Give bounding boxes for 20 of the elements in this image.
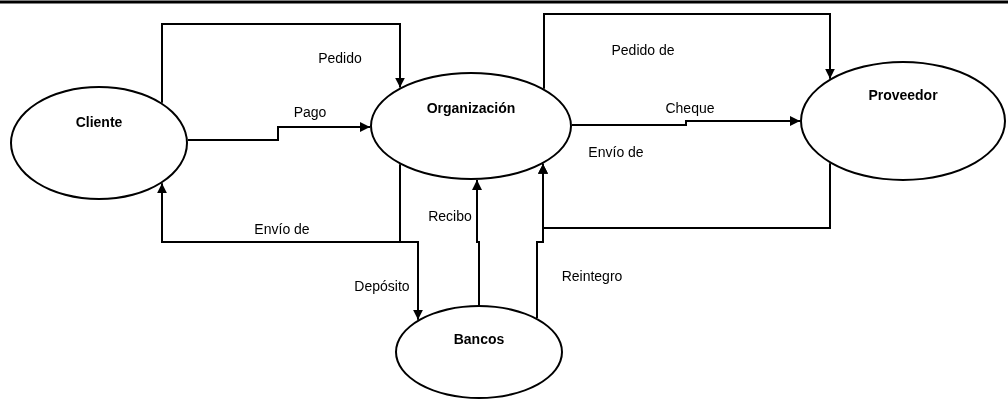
edge-label: Envío de xyxy=(586,144,646,160)
edge-label: Pago xyxy=(291,104,329,120)
node-label: Cliente xyxy=(75,114,123,130)
arrow xyxy=(161,23,405,104)
node-label: Organización xyxy=(426,100,516,116)
node-label: Bancos xyxy=(453,331,505,347)
edge-label: Pedido xyxy=(316,50,364,66)
arrow xyxy=(536,162,548,319)
arrow xyxy=(472,178,482,306)
edge-label: Envío de xyxy=(252,221,312,237)
edge-label: Recibo xyxy=(426,208,474,224)
edge-label: Depósito xyxy=(352,278,412,294)
arrow xyxy=(186,122,371,141)
edge-label: Cheque xyxy=(663,100,717,116)
edge-label: Reintegro xyxy=(559,268,625,284)
arrow xyxy=(543,13,835,90)
arrow xyxy=(399,163,423,321)
node-label: Proveedor xyxy=(868,87,938,103)
arrow xyxy=(571,116,801,126)
edge-label: Pedido de xyxy=(609,42,677,58)
